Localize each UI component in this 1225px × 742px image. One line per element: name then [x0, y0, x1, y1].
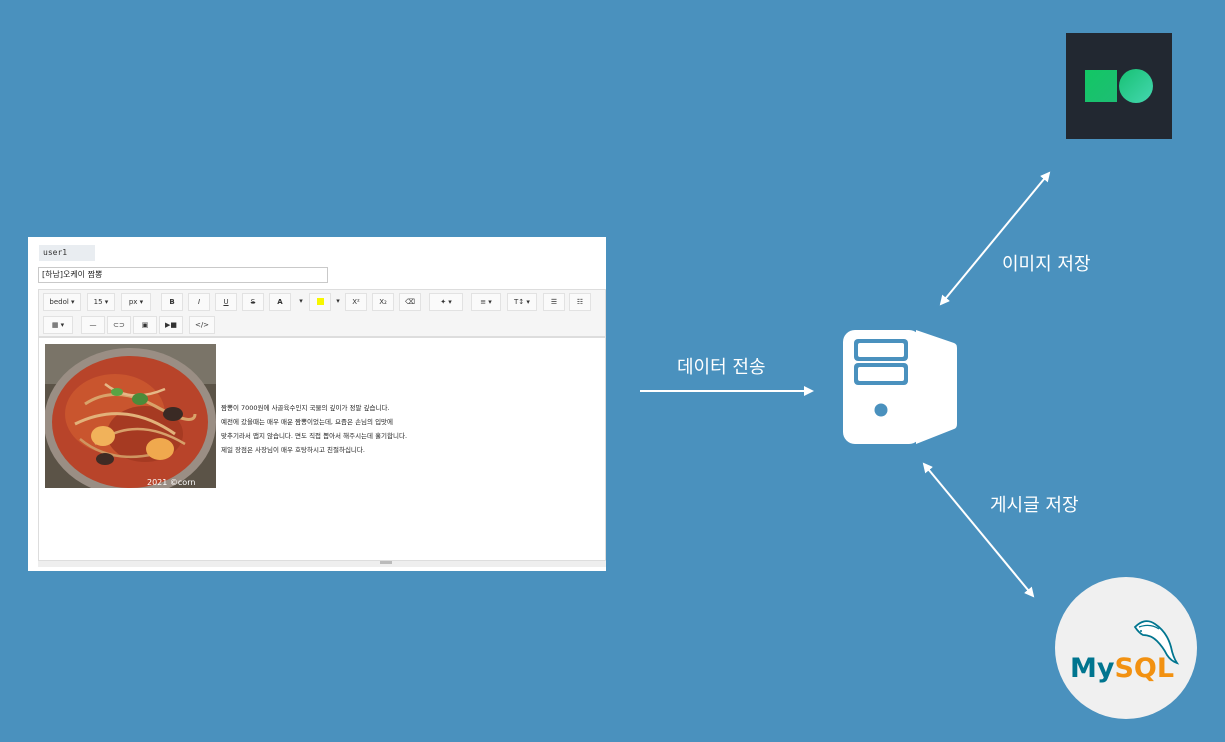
- video-button[interactable]: ▶■: [159, 316, 183, 334]
- link-button[interactable]: ⊂⊃: [107, 316, 131, 334]
- photo-caption: 2021 ©corn: [147, 478, 195, 487]
- mysql-dolphin-icon: MySQL: [1070, 620, 1180, 684]
- body-line-2: 예전에 갔을때는 매우 매운 짬뽕이었는데, 요즘은 손님의 입맛에: [221, 418, 394, 426]
- font-color-button[interactable]: A: [269, 293, 291, 311]
- image-save-label: 이미지 저장: [1002, 254, 1091, 275]
- code-view-button[interactable]: </>: [189, 316, 215, 334]
- data-transfer-label: 데이터 전송: [677, 357, 766, 378]
- editor-toolbar: bedol ▾ 15 ▾ px ▾ B I U S A ▾ ▾ X² X₂ ⌫ …: [38, 289, 606, 337]
- image-save-arrow: [939, 171, 1051, 306]
- chevron-down-icon[interactable]: ▾: [299, 297, 303, 305]
- mysql-logo: MySQL: [1055, 577, 1197, 719]
- chevron-down-icon[interactable]: ▾: [336, 297, 340, 305]
- highlight-color-button[interactable]: [309, 293, 331, 311]
- image-button[interactable]: ▣: [133, 316, 157, 334]
- editor-screenshot: user1 [하남]오케이 짬뽕 bedol ▾ 15 ▾ px ▾ B I U…: [28, 237, 606, 571]
- body-line-4: 제일 장점은 사장님이 매우 호탕하시고 친절하십니다.: [221, 446, 365, 454]
- text-style-dropdown[interactable]: T↕ ▾: [507, 293, 537, 311]
- image-storage-logo: [1066, 33, 1172, 139]
- table-dropdown[interactable]: ▦ ▾: [43, 316, 73, 334]
- unit-dropdown[interactable]: px ▾: [121, 293, 151, 311]
- font-size-dropdown[interactable]: 15 ▾: [87, 293, 115, 311]
- highlight-swatch-icon: [316, 298, 324, 305]
- bullet-list-button[interactable]: ☰: [543, 293, 565, 311]
- bold-button[interactable]: B: [161, 293, 183, 311]
- eraser-button[interactable]: ⌫: [399, 293, 421, 311]
- resize-grip-icon[interactable]: [380, 561, 392, 564]
- body-line-1: 짬뽕이 7000원에 사골육수인지 국물의 깊이가 정말 깊습니다.: [221, 404, 390, 412]
- subscript-button[interactable]: X₂: [372, 293, 394, 311]
- server-icon: [843, 330, 957, 444]
- post-save-arrow: [922, 462, 1035, 598]
- post-save-label: 게시글 저장: [990, 495, 1079, 516]
- align-dropdown[interactable]: ≡ ▾: [471, 293, 501, 311]
- body-line-3: 맞추기라서 맵지 않습니다. 면도 직접 뽑아서 해주시는데 훌기합니다.: [221, 432, 408, 440]
- post-title-input[interactable]: [하남]오케이 짬뽕: [38, 267, 328, 283]
- user-tab[interactable]: user1: [39, 245, 95, 261]
- horizontal-rule-button[interactable]: —: [81, 316, 105, 334]
- strikethrough-button[interactable]: S: [242, 293, 264, 311]
- magic-style-dropdown[interactable]: ✦ ▾: [429, 293, 463, 311]
- italic-button[interactable]: I: [188, 293, 210, 311]
- underline-button[interactable]: U: [215, 293, 237, 311]
- editor-statusbar: [38, 560, 606, 567]
- storage-logo-icon: [1085, 69, 1153, 103]
- jjamppong-photo: 2021 ©corn: [45, 344, 216, 488]
- numbered-list-button[interactable]: ☷: [569, 293, 591, 311]
- mysql-logo-text: MySQL: [1070, 653, 1174, 684]
- superscript-button[interactable]: X²: [345, 293, 367, 311]
- font-name-dropdown[interactable]: bedol ▾: [43, 293, 81, 311]
